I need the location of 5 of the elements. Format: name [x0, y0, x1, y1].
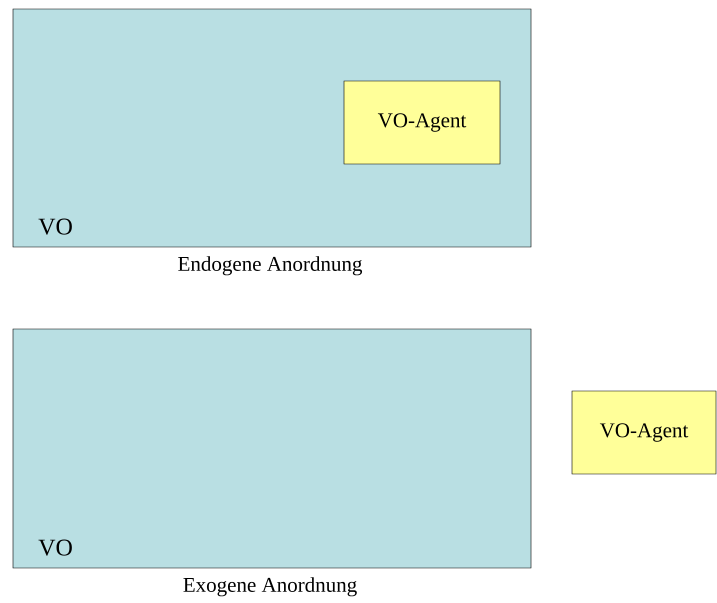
node-label: Exogene Anordnung [183, 577, 357, 596]
container-box: VO [12, 328, 532, 568]
node-label: Endogene Anordnung [178, 256, 362, 276]
agent-box: VO-Agent [344, 80, 500, 164]
agent-box: VO-Agent [572, 390, 716, 474]
